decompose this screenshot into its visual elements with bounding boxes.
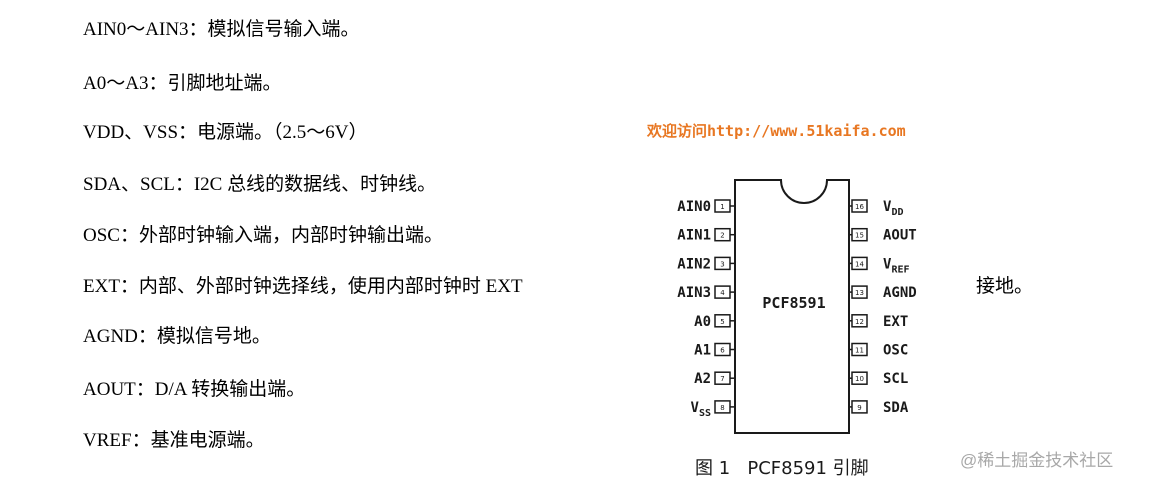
- pin-label: VREF: [883, 256, 910, 275]
- watermark: @稀土掘金技术社区: [960, 451, 1114, 470]
- pin-label-main: AGND: [883, 285, 917, 301]
- pin-label-main: A2: [694, 371, 711, 387]
- pin-label-main: AIN2: [677, 256, 711, 272]
- pin-label: AGND: [883, 285, 917, 301]
- pin-label-main: OSC: [883, 343, 908, 359]
- pin-number: 7: [720, 375, 724, 383]
- pin-label: SCL: [883, 371, 908, 387]
- pin-label-main: AIN0: [677, 199, 711, 215]
- pcf8591-pinout-figure: 欢迎访问http://www.51kaifa.com PCF8591 1 AIN0…: [646, 122, 917, 479]
- desc-line-address: A0～A3：引脚地址端。: [83, 73, 282, 94]
- pin-label-main: SDA: [883, 400, 909, 416]
- desc-line-ain: AIN0～AIN3：模拟信号输入端。: [83, 19, 360, 40]
- site-banner: 欢迎访问http://www.51kaifa.com: [646, 122, 906, 140]
- pin-label: OSC: [883, 343, 908, 359]
- pin-number: 4: [720, 289, 725, 297]
- pin-label-main: EXT: [883, 314, 908, 330]
- pin-number: 10: [855, 375, 864, 383]
- pin-label: A1: [694, 343, 711, 359]
- chip-name: PCF8591: [762, 294, 825, 312]
- pin-label-main: A0: [694, 314, 711, 330]
- pin-number: 1: [720, 203, 724, 211]
- pin-label: SDA: [883, 400, 909, 416]
- pin-label: VSS: [691, 400, 711, 419]
- pin-label-subscript: DD: [891, 207, 903, 218]
- pin-number: 8: [720, 404, 724, 412]
- pin-number: 11: [855, 347, 864, 355]
- pin-label-main: AOUT: [883, 228, 917, 244]
- desc-line-agnd: AGND：模拟信号地。: [83, 326, 271, 347]
- pin-label: A2: [694, 371, 711, 387]
- pin-label-main: AIN1: [677, 228, 711, 244]
- pin-number: 5: [720, 318, 724, 326]
- pin-number: 12: [855, 318, 864, 326]
- left-pins: 1 AIN0 2 AIN1 3 AIN2 4 AIN3 5 A0 6 A1 7 A2 8 VSS: [677, 199, 735, 419]
- pin-number: 14: [855, 260, 864, 268]
- pin-number: 15: [855, 232, 864, 240]
- pin-label: AIN1: [677, 228, 711, 244]
- desc-line-osc: OSC：外部时钟输入端，内部时钟输出端。: [83, 225, 443, 246]
- chip-body: [734, 179, 850, 434]
- pin-label: AOUT: [883, 228, 917, 244]
- pin-label-subscript: REF: [891, 264, 909, 275]
- pin-label: A0: [694, 314, 711, 330]
- figure-caption: 图 1 PCF8591 引脚: [695, 458, 869, 479]
- pin-label: AIN0: [677, 199, 711, 215]
- pin-label-main: V: [883, 199, 892, 215]
- desc-line-ext-continuation: 接地。: [976, 276, 1034, 297]
- pin-label: AIN3: [677, 285, 711, 301]
- pin-label-main: AIN3: [677, 285, 711, 301]
- pin-number: 16: [855, 203, 864, 211]
- pin-label-main: V: [883, 256, 892, 272]
- desc-line-i2c: SDA、SCL：I2C 总线的数据线、时钟线。: [83, 174, 437, 195]
- chip-outline: [734, 179, 850, 434]
- pin-label-main: V: [691, 400, 700, 416]
- desc-line-ext: EXT：内部、外部时钟选择线，使用内部时钟时 EXT: [83, 276, 523, 297]
- desc-line-power: VDD、VSS：电源端。（2.5～6V）: [83, 122, 368, 143]
- desc-line-aout: AOUT：D/A 转换输出端。: [83, 379, 306, 400]
- pin-label-main: SCL: [883, 371, 908, 387]
- pin-label: EXT: [883, 314, 908, 330]
- pin-number: 2: [720, 232, 724, 240]
- pin-number: 9: [857, 404, 861, 412]
- pin-label-main: A1: [694, 343, 711, 359]
- pin-label: VDD: [883, 199, 903, 218]
- pin-label: AIN2: [677, 256, 711, 272]
- desc-line-vref: VREF：基准电源端。: [83, 430, 265, 451]
- pin-number: 6: [720, 347, 725, 355]
- pin-number: 3: [720, 260, 724, 268]
- pin-number: 13: [855, 289, 864, 297]
- pin-label-subscript: SS: [699, 408, 711, 419]
